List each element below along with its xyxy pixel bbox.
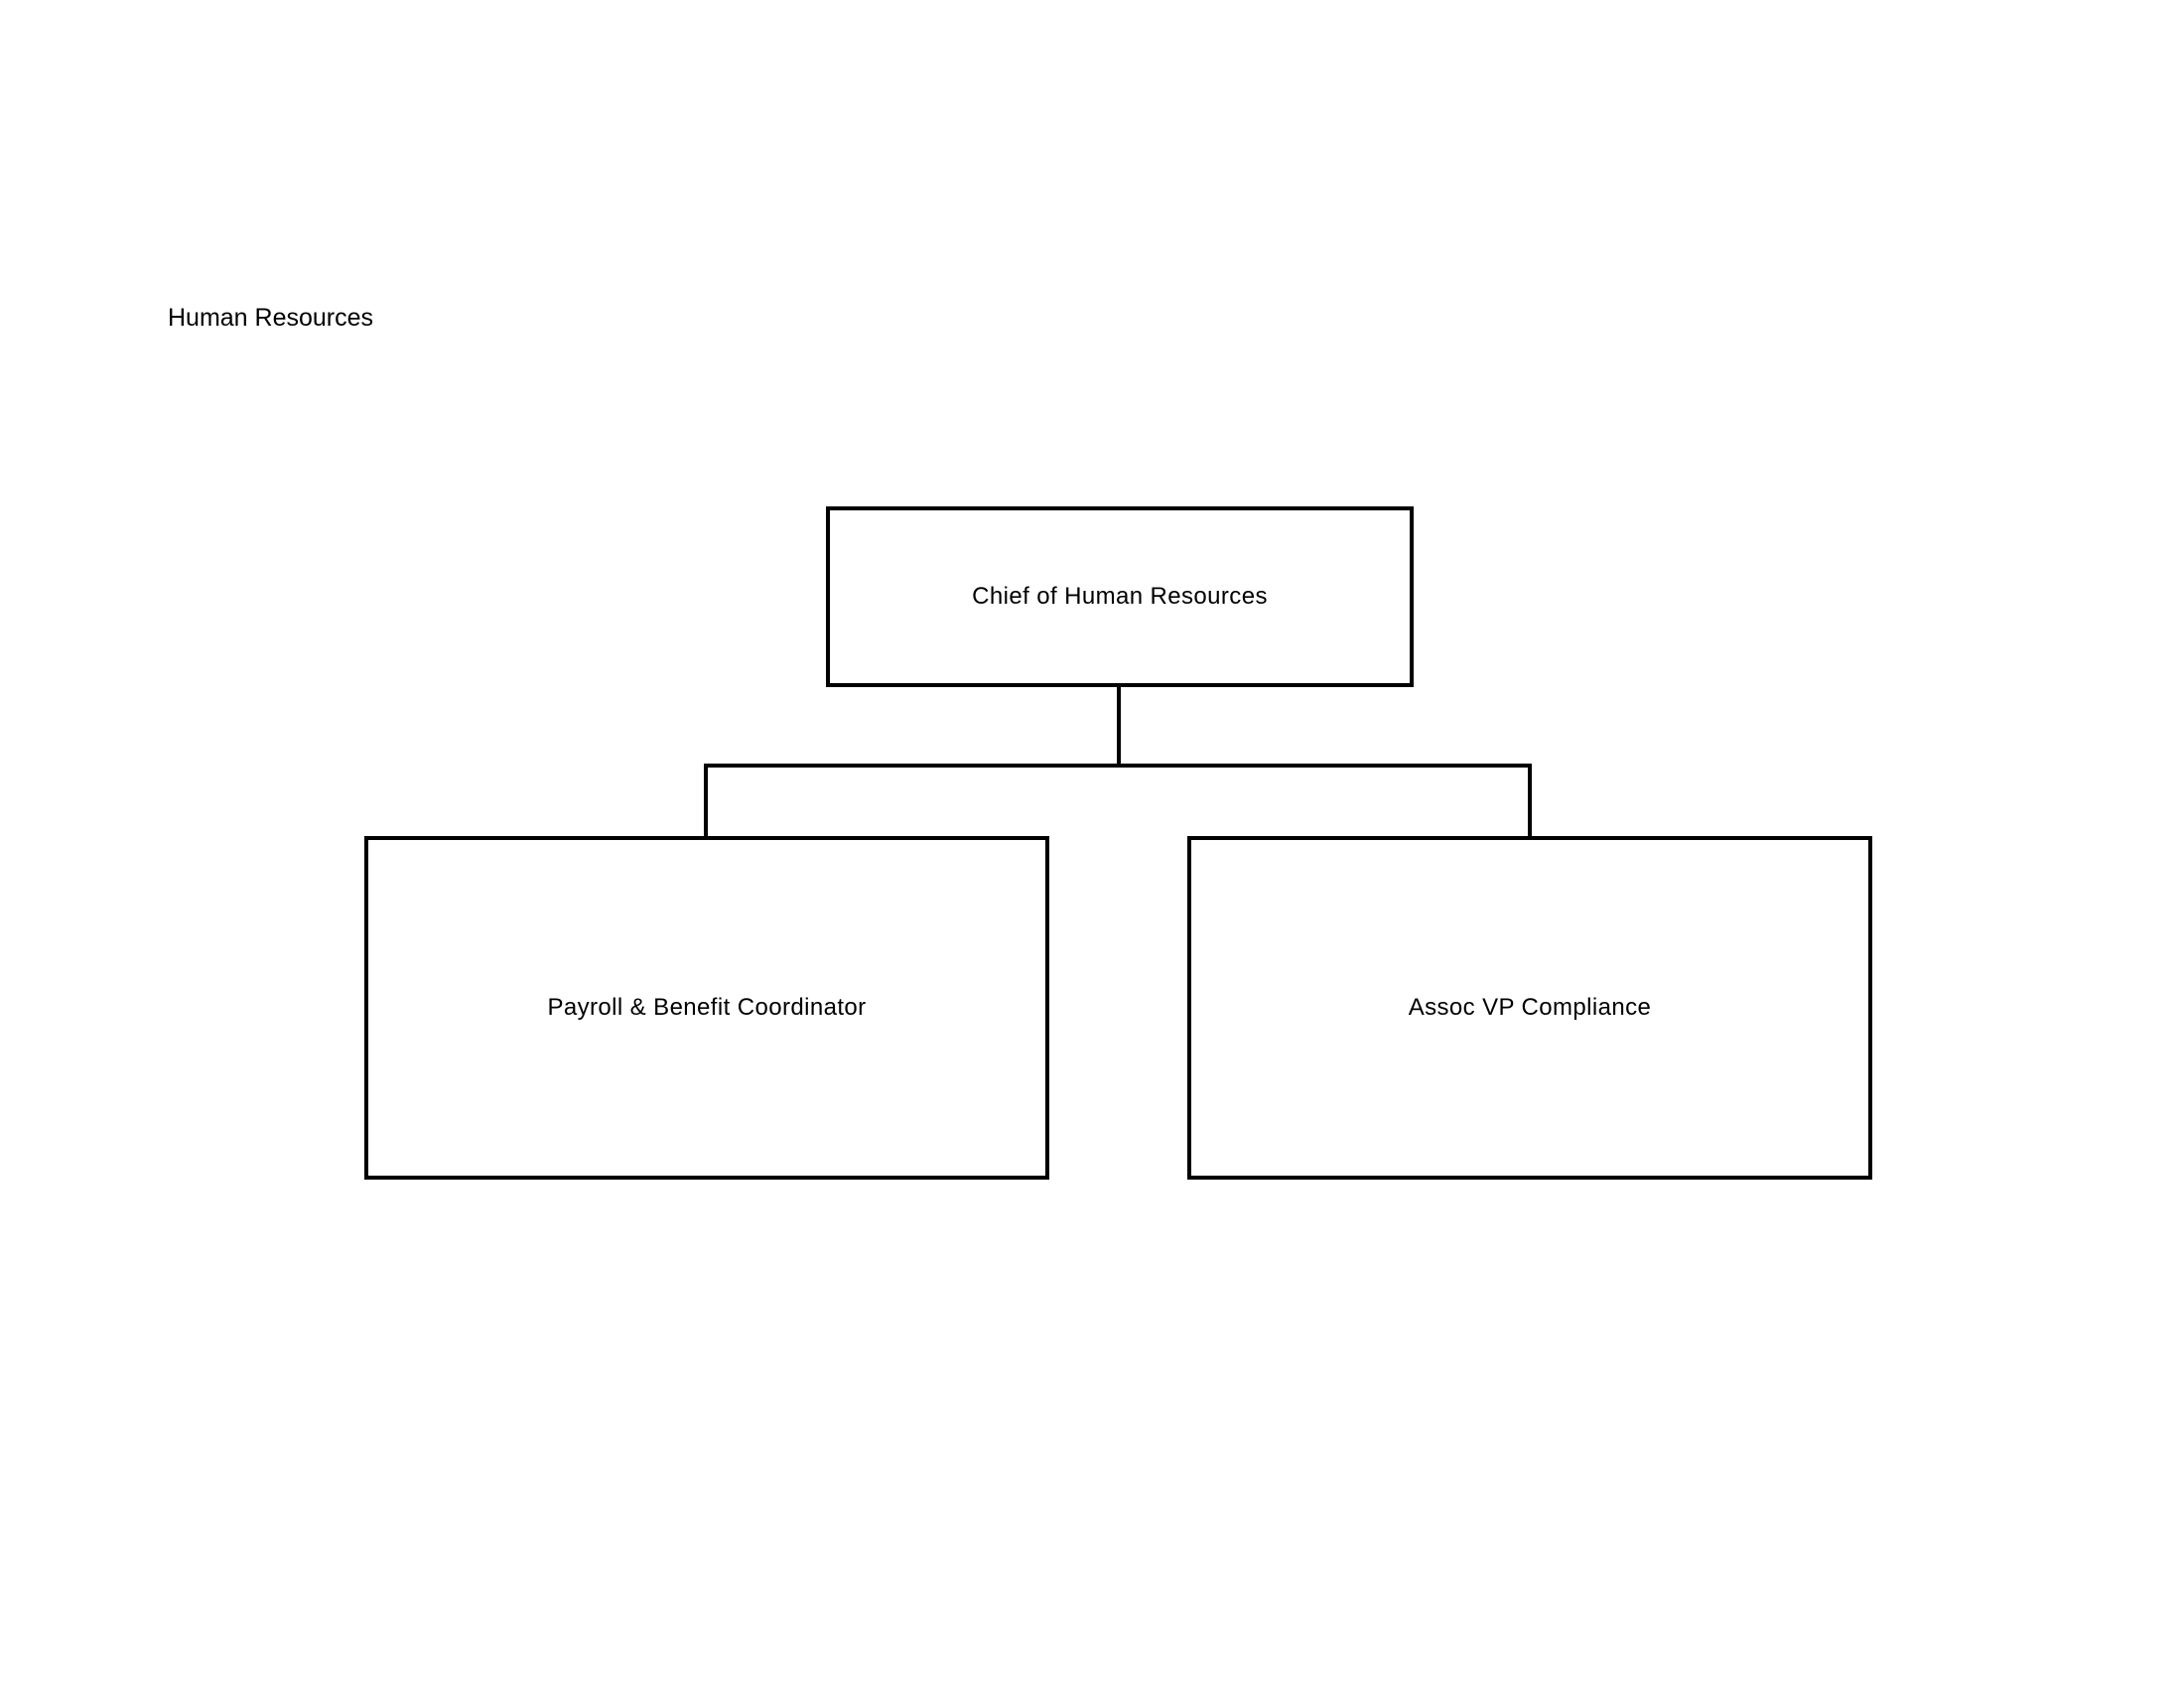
org-node-payroll-benefit-coordinator: Payroll & Benefit Coordinator xyxy=(364,836,1049,1180)
org-node-label: Assoc VP Compliance xyxy=(1408,994,1652,1021)
org-node-chief-of-human-resources: Chief of Human Resources xyxy=(826,506,1414,687)
org-node-label: Chief of Human Resources xyxy=(972,583,1268,610)
org-node-label: Payroll & Benefit Coordinator xyxy=(547,994,867,1021)
page-title: Human Resources xyxy=(168,304,374,332)
connector-chief-to-branch xyxy=(1117,685,1121,767)
org-node-assoc-vp-compliance: Assoc VP Compliance xyxy=(1187,836,1872,1180)
connector-branch-horizontal xyxy=(704,764,1532,768)
connector-branch-to-payroll xyxy=(704,764,708,838)
connector-branch-to-compliance xyxy=(1528,764,1532,838)
